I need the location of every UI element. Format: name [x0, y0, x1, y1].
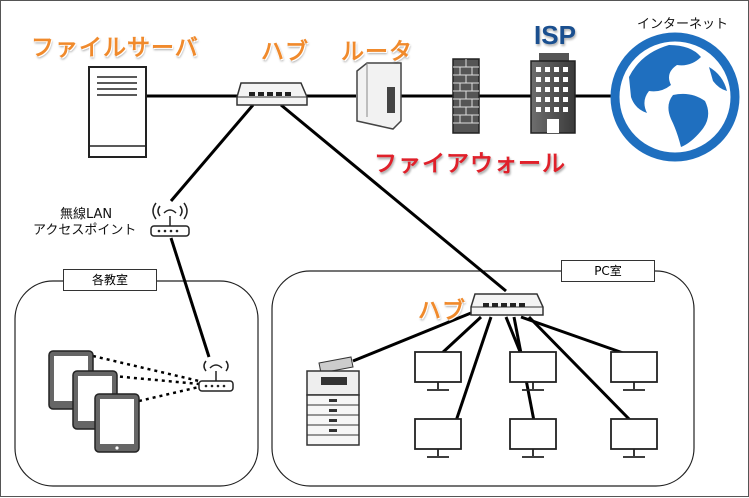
classroom-label: 各教室 [63, 269, 157, 291]
wireless-label-line1: 無線LAN [60, 207, 113, 222]
globe-icon [610, 32, 740, 162]
isp-label: ISP [534, 20, 576, 50]
isp-building-icon [530, 53, 576, 134]
hub-pc-label: ハブ [418, 298, 466, 324]
file-server-label: ファイルサーバ [31, 35, 199, 61]
link-pchub-pc6 [527, 315, 633, 423]
pc-monitor-1 [414, 351, 462, 391]
pc-monitor-4 [509, 418, 557, 458]
hub-pc-icon [470, 293, 544, 316]
link-ap-classap [169, 237, 211, 358]
firewall-label: ファイアウォール [374, 151, 566, 177]
pc-monitor-icons [414, 351, 658, 458]
tablet-icons [48, 350, 140, 453]
internet-label: インターネット [637, 17, 729, 32]
wireless-links [92, 354, 200, 403]
wireless-label-line2: アクセスポイント [33, 223, 137, 238]
hub-top-icon [236, 82, 308, 106]
pc-monitor-5 [610, 351, 658, 391]
hub-top-label: ハブ [261, 39, 309, 65]
link-pchub-pc1 [439, 315, 483, 356]
router-icon [356, 62, 402, 130]
pc-room-label: PC室 [561, 260, 655, 282]
connection-lines [146, 94, 633, 423]
printer-icon [306, 356, 360, 446]
pc-monitor-2 [414, 418, 462, 458]
link-pchub-pc5 [520, 315, 627, 356]
pc-monitor-3 [509, 351, 557, 391]
router-label: ルータ [341, 39, 413, 65]
file-server-icon [88, 66, 147, 158]
link-hub-pchub [280, 103, 507, 293]
firewall-icon [452, 58, 480, 134]
classroom-access-point-icon [198, 360, 234, 392]
link-pchub-printer [352, 311, 472, 363]
link-pchub-pc2 [454, 316, 493, 422]
link-hub-ap [169, 104, 255, 202]
pc-monitor-6 [610, 418, 658, 458]
access-point-icon [150, 202, 190, 237]
